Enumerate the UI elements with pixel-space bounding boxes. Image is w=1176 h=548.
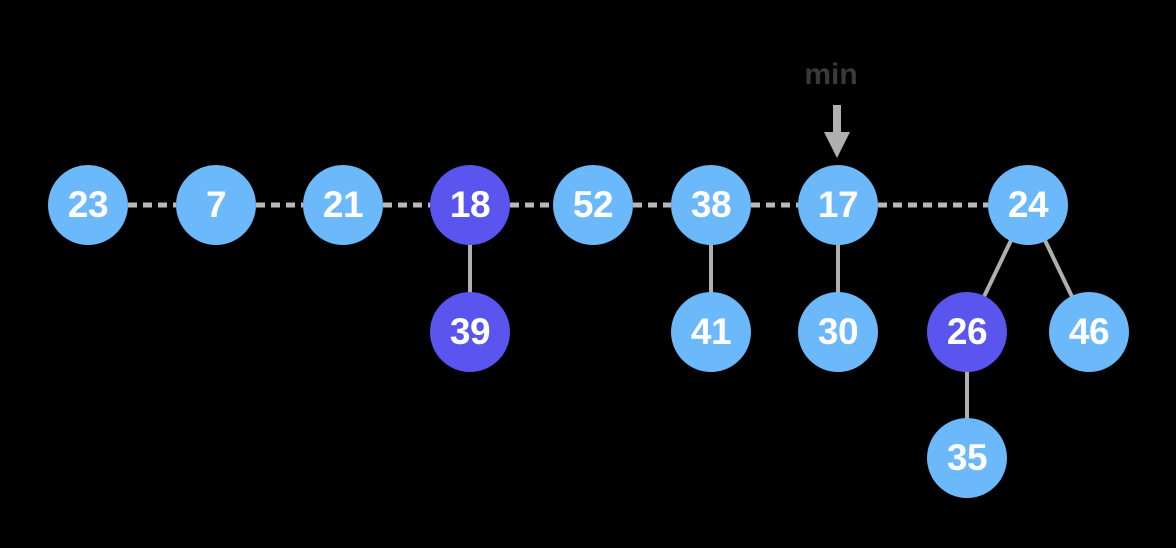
node-18[interactable]: 18 [430,165,510,245]
node-label: 30 [817,310,859,352]
min-annotation-arrow-head [824,132,850,158]
node-46[interactable]: 46 [1049,292,1129,372]
node-label: 26 [946,310,988,352]
node-52[interactable]: 52 [553,165,633,245]
node-label: 38 [690,183,732,225]
node-7[interactable]: 7 [176,165,256,245]
node-24[interactable]: 24 [988,165,1068,245]
node-label: 17 [817,183,859,225]
node-label: 41 [690,310,732,352]
node-23[interactable]: 23 [48,165,128,245]
node-21[interactable]: 21 [303,165,383,245]
node-35[interactable]: 35 [927,418,1007,498]
tree-edge [981,238,1014,299]
node-17[interactable]: 17 [798,165,878,245]
node-label: 35 [946,436,988,478]
node-30[interactable]: 30 [798,292,878,372]
node-38[interactable]: 38 [671,165,751,245]
tree-edge [1042,238,1075,299]
node-label: 46 [1068,310,1110,352]
min-annotation-label: min [804,58,858,91]
node-41[interactable]: 41 [671,292,751,372]
node-39[interactable]: 39 [430,292,510,372]
annotation-arrow-group [824,105,850,158]
node-label: 52 [572,183,614,225]
node-26[interactable]: 26 [927,292,1007,372]
node-label: 21 [322,183,364,225]
node-label: 24 [1007,183,1049,225]
node-label: 7 [205,183,227,225]
node-label: 23 [67,183,109,225]
node-label: 39 [449,310,491,352]
node-label: 18 [449,183,491,225]
